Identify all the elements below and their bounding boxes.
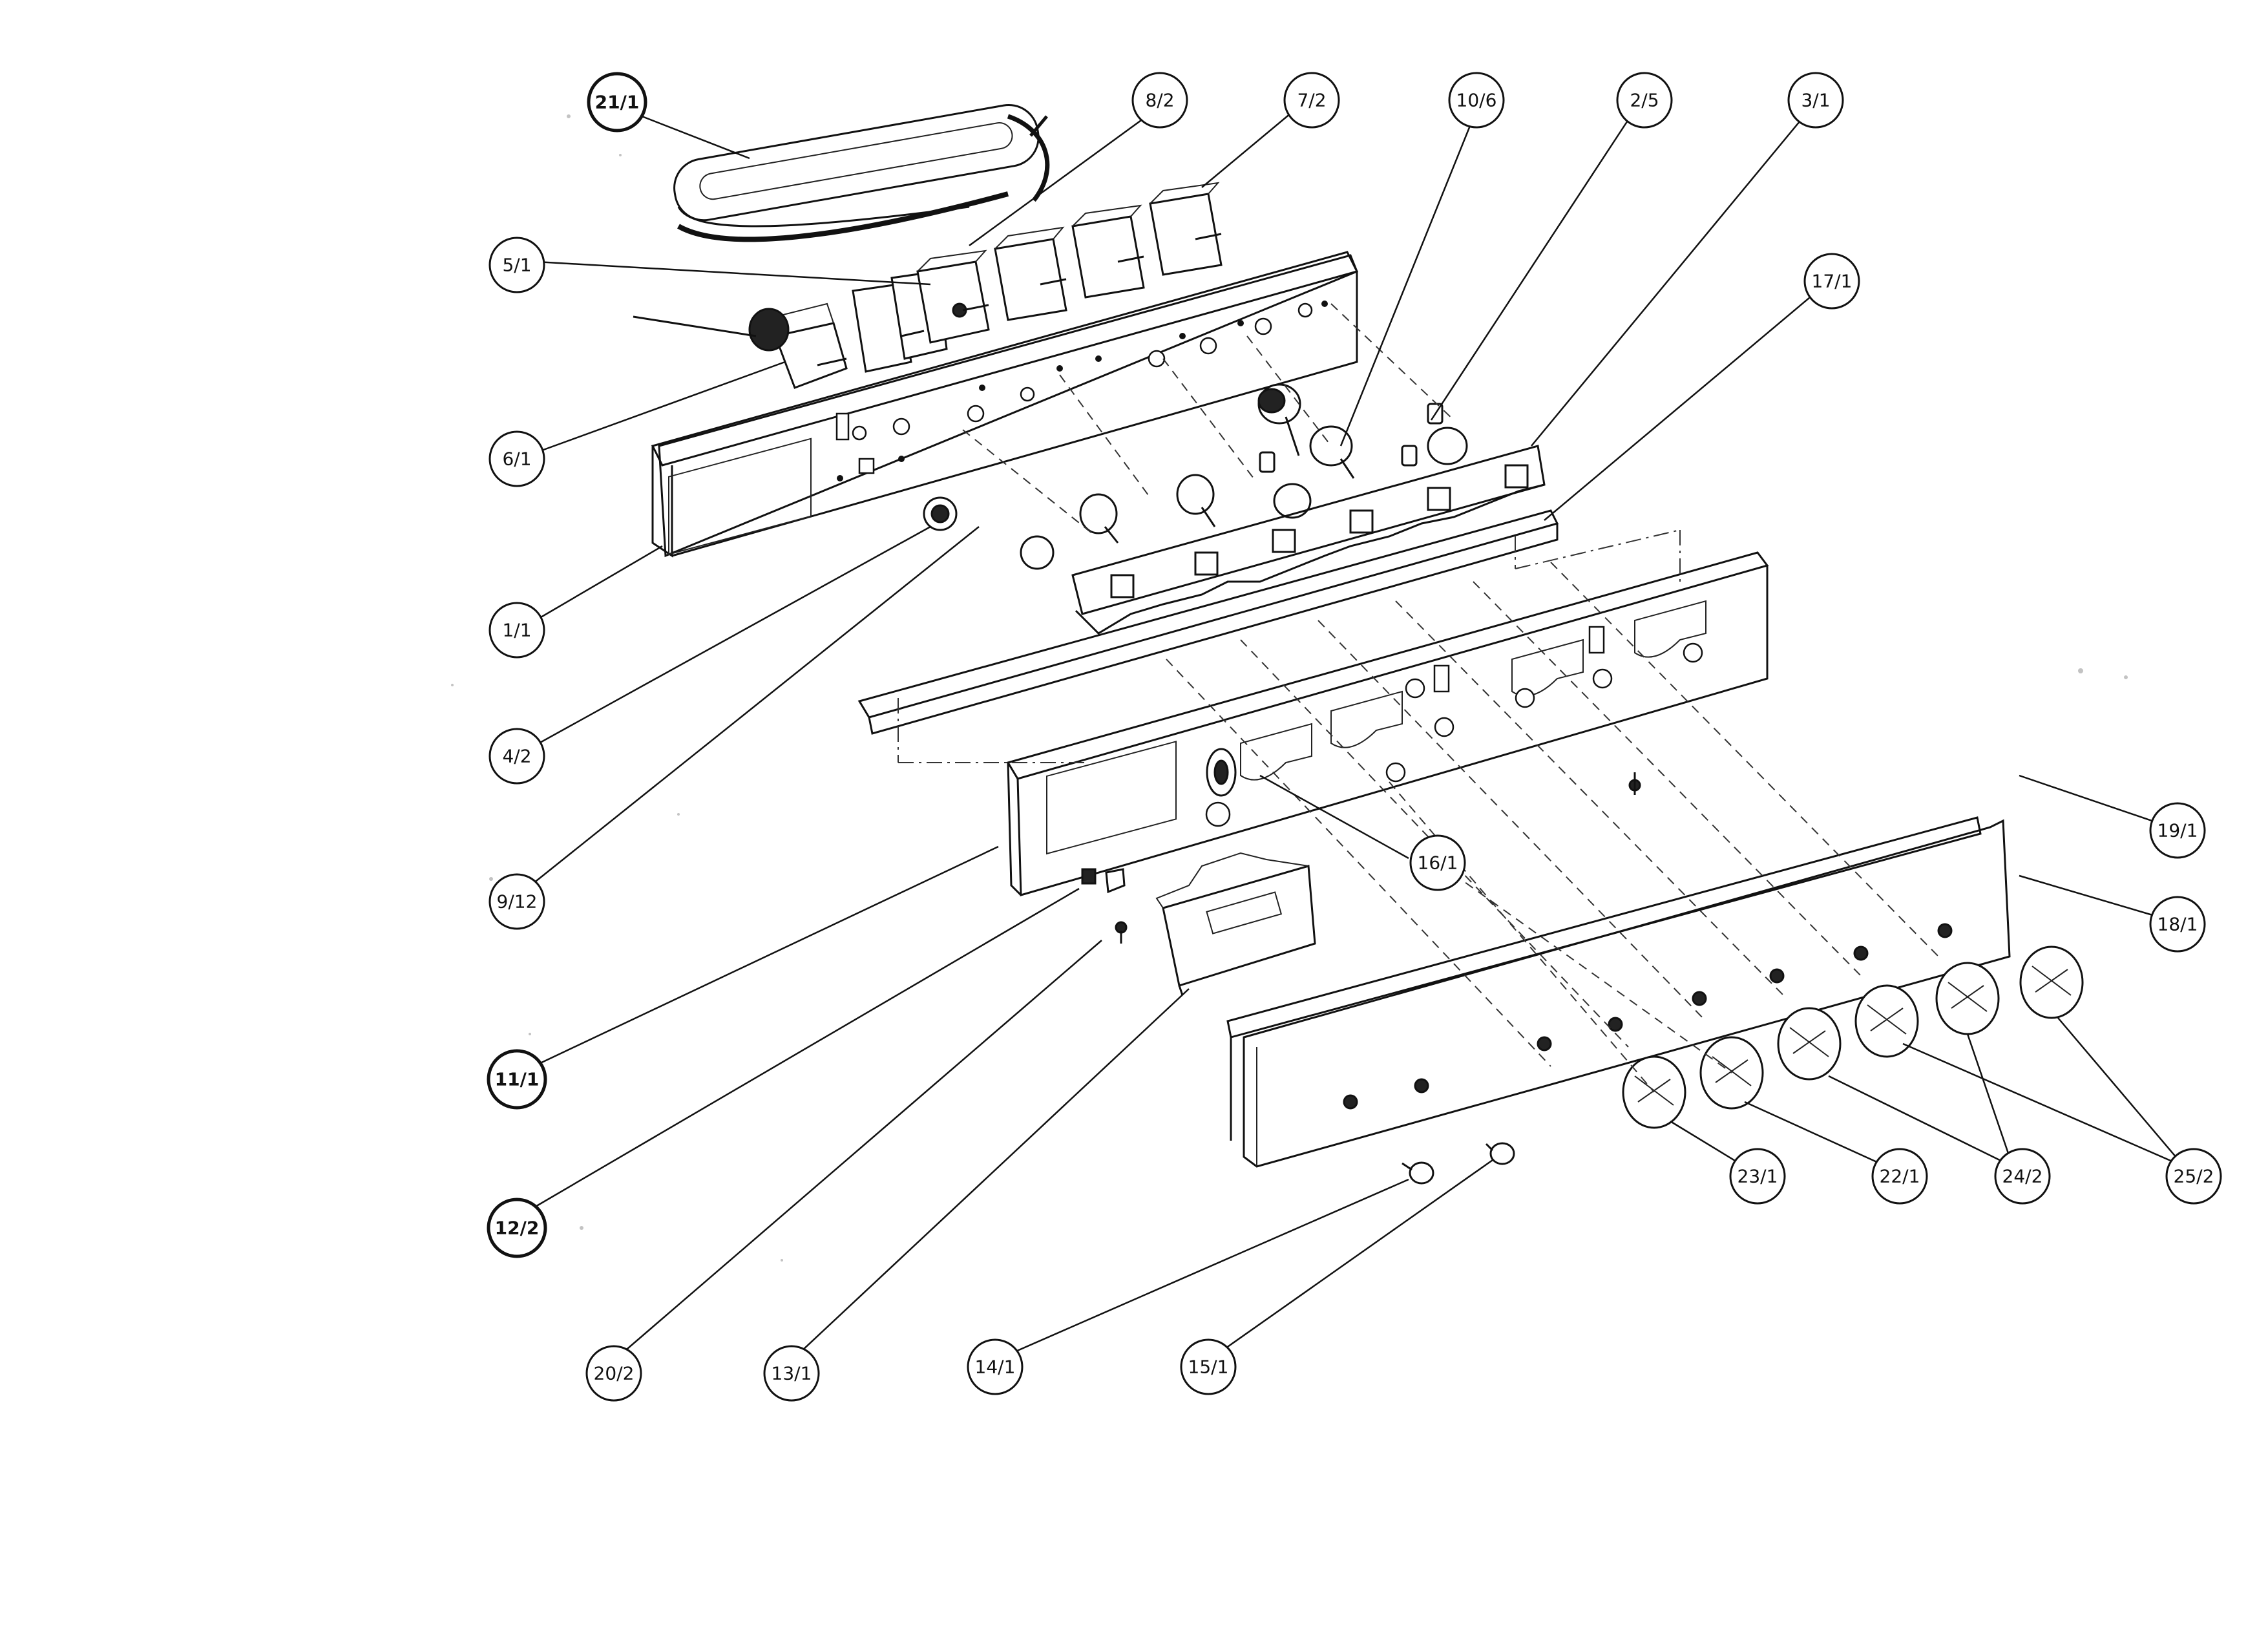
small-fixings — [1105, 772, 1641, 944]
callout-2-5: 2/5 — [1616, 72, 1673, 129]
callout-label: 20/2 — [594, 1363, 635, 1384]
callout-label: 7/2 — [1297, 90, 1326, 111]
callout-label: 6/1 — [502, 449, 531, 470]
push-buttons — [1402, 1142, 1515, 1185]
rear-panel-frame — [651, 251, 1359, 558]
callout-19-1: 19/1 — [2149, 802, 2206, 859]
callout-label: 4/2 — [502, 746, 531, 767]
callout-14-1: 14/1 — [967, 1338, 1024, 1395]
control-panel — [1006, 551, 1769, 896]
callout-label: 13/1 — [772, 1363, 812, 1384]
callout-6-1: 6/1 — [488, 430, 545, 487]
callout-20-2: 20/2 — [585, 1345, 642, 1402]
scan-noise — [451, 114, 2128, 1262]
callout-label: 14/1 — [975, 1357, 1016, 1378]
callout-18-1: 18/1 — [2149, 896, 2206, 953]
switch-modules — [633, 182, 1223, 389]
callout-23-1: 23/1 — [1729, 1148, 1786, 1205]
callout-label: 18/1 — [2158, 914, 2198, 935]
callout-3-1: 3/1 — [1787, 72, 1844, 129]
callout-label: 2/5 — [1630, 90, 1659, 111]
rear-panel-holes — [835, 301, 1328, 481]
strip-bar — [857, 509, 1559, 735]
callout-17-1: 17/1 — [1803, 253, 1860, 310]
callout-12-2: 12/2 — [487, 1198, 547, 1258]
callout-label: 17/1 — [1812, 271, 1853, 292]
callout-4-2: 4/2 — [488, 728, 545, 785]
callout-label: 5/1 — [502, 255, 531, 276]
callout-15-1: 15/1 — [1180, 1338, 1237, 1395]
callout-label: 8/2 — [1145, 90, 1174, 111]
switch-support-bracket — [1071, 445, 1546, 635]
callout-label: 24/2 — [2002, 1166, 2043, 1187]
callout-22-1: 22/1 — [1871, 1148, 1928, 1205]
callout-25-2: 25/2 — [2165, 1148, 2222, 1205]
callout-5-1: 5/1 — [488, 237, 545, 293]
callout-label: 21/1 — [595, 92, 640, 113]
callout-label: 23/1 — [1738, 1166, 1778, 1187]
callout-label: 16/1 — [1418, 852, 1458, 874]
callout-bubbles: 21/1 8/2 7/2 10/6 2/5 3/1 17/1 5/1 6/1 1… — [487, 72, 2222, 1402]
callout-label: 19/1 — [2158, 820, 2198, 841]
fascia-glass — [1226, 816, 2011, 1168]
callout-10-6: 10/6 — [1448, 72, 1505, 129]
callout-label: 22/1 — [1880, 1166, 1920, 1187]
callout-label: 11/1 — [495, 1069, 540, 1090]
callout-13-1: 13/1 — [763, 1345, 820, 1402]
callout-1-1: 1/1 — [488, 602, 545, 659]
heating-element — [673, 103, 1050, 242]
callout-7-2: 7/2 — [1283, 72, 1340, 129]
callout-8-2: 8/2 — [1131, 72, 1188, 129]
leader-lines — [526, 105, 2185, 1362]
fascia-holes — [1343, 923, 1953, 1110]
callout-label: 15/1 — [1188, 1357, 1229, 1378]
callout-label: 3/1 — [1801, 90, 1830, 111]
callout-21-1: 21/1 — [587, 72, 647, 132]
callout-11-1: 11/1 — [487, 1049, 547, 1110]
callout-label: 1/1 — [502, 620, 531, 641]
callout-16-1: 16/1 — [1409, 834, 1466, 891]
callout-label: 12/2 — [495, 1218, 540, 1239]
callout-9-12: 9/12 — [488, 873, 545, 930]
rotary-controls — [923, 383, 1468, 570]
callout-label: 25/2 — [2174, 1166, 2214, 1187]
callout-label: 9/12 — [497, 891, 538, 913]
control-knobs — [1622, 945, 2084, 1129]
callout-label: 10/6 — [1456, 90, 1497, 111]
timer-unit — [1155, 852, 1316, 996]
callout-24-2: 24/2 — [1994, 1148, 2051, 1205]
